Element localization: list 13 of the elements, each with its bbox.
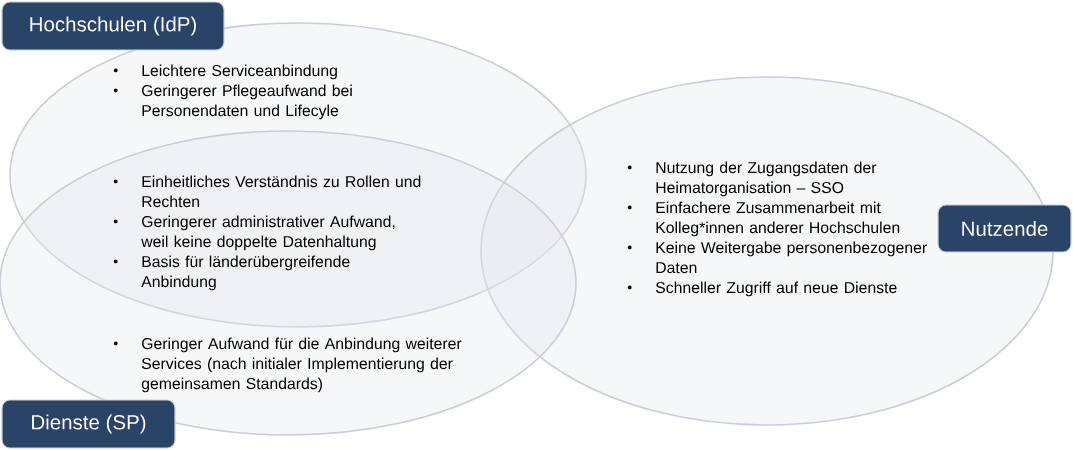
label-box: Nutzende <box>937 204 1072 253</box>
list-item: Geringerer administrativer Aufwand, weil keine doppelte Datenhaltung <box>141 215 395 251</box>
list-item: Geringer Aufwand für die Anbindung weiterer Services (nach initialer Implementierung der gemeinsamen Standards) <box>141 337 462 393</box>
list-item: Leichtere Serviceanbindung <box>142 64 337 80</box>
list-item: Keine Weitergabe personenbezogener Daten <box>656 241 927 274</box>
list-item: Basis für länderübergreifende Anbindung <box>141 255 350 291</box>
list-item: Geringerer Pflegeaufwand bei Personendaten und Lifecyle <box>142 84 352 120</box>
label-box: Dienste (SP) <box>1 399 176 449</box>
list-item: Schneller Zugriff auf neue Dienste <box>655 281 897 297</box>
list-item: Einheitliches Verständnis zu Rollen und Rechten <box>142 175 421 208</box>
list-item: Einfachere Zusammenarbeit mit Kolleg*innen anderer Hochschulen <box>656 201 900 237</box>
label-box: Hochschulen (IdP) <box>1 1 225 51</box>
list-item: Nutzung der Zugangsdaten der Heimatorganisation – SSO <box>656 161 877 197</box>
